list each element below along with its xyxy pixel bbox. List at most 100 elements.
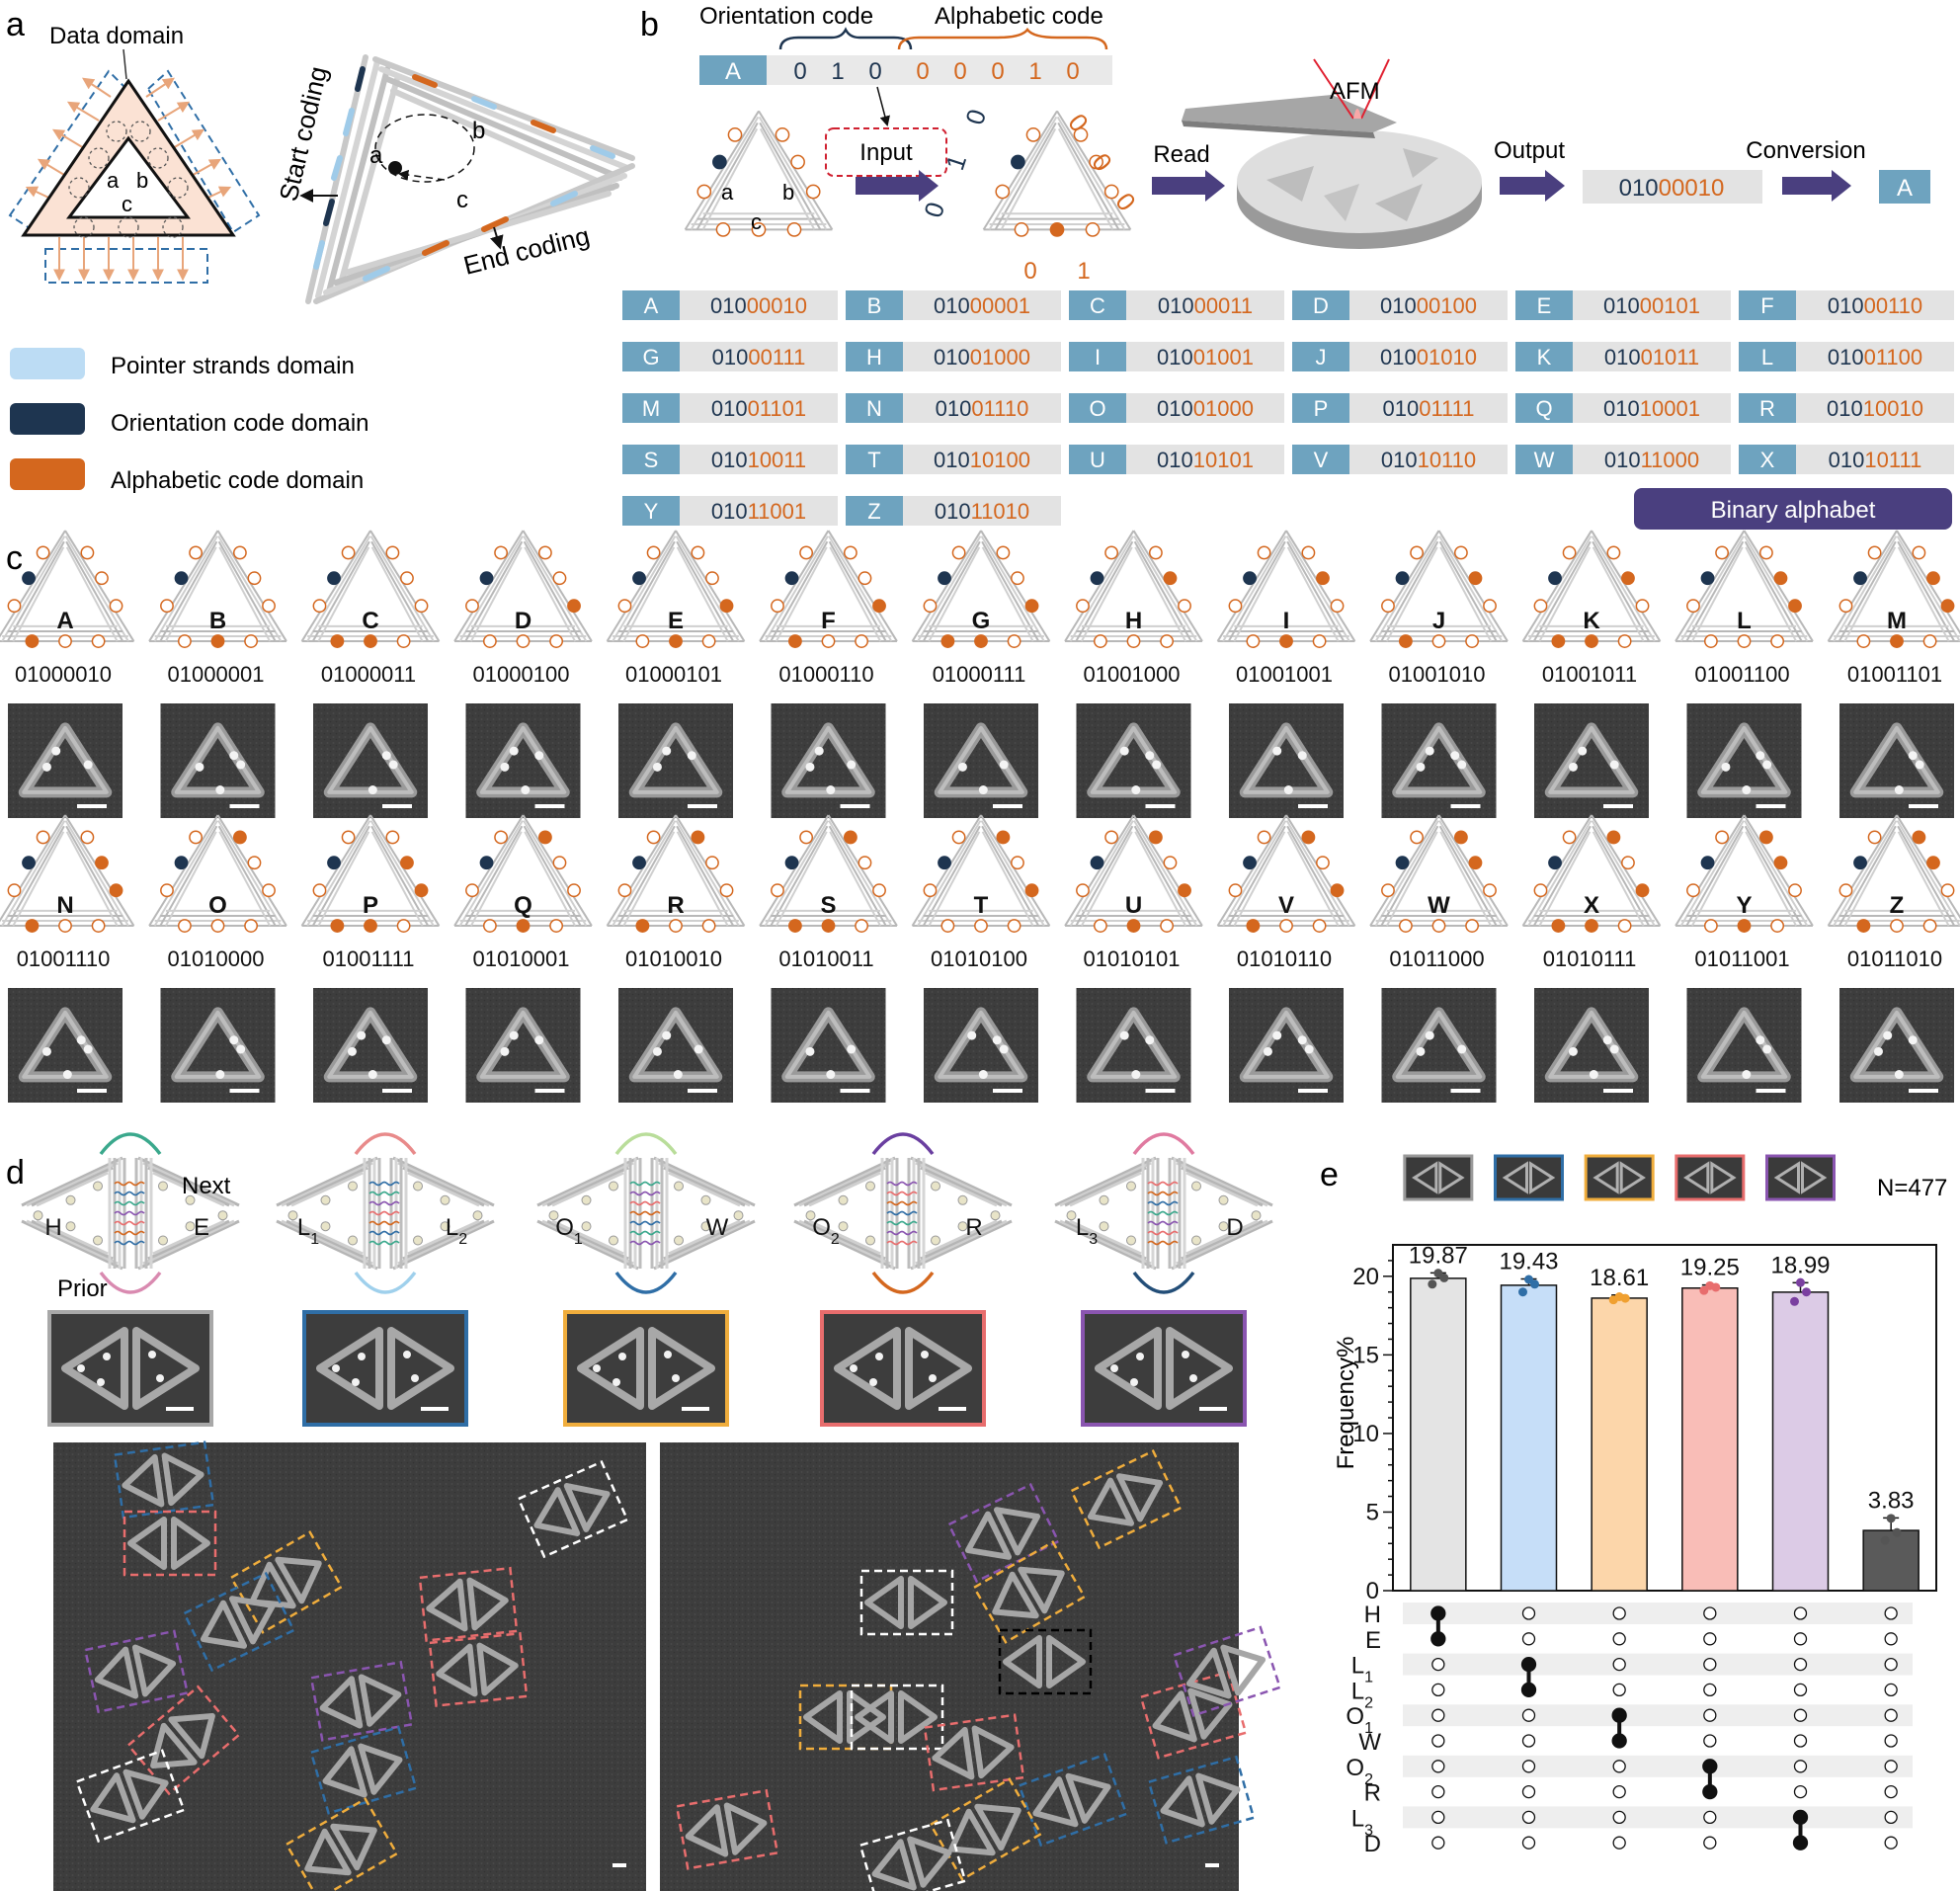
alphabet-letter: G — [642, 345, 659, 370]
letter-code: 01000011 — [321, 662, 416, 687]
conversion-box — [1879, 170, 1930, 204]
pointer-site — [1089, 154, 1103, 170]
matrix-dot-empty — [1612, 1632, 1626, 1646]
pointer-site — [185, 1221, 196, 1232]
thumb-dimer — [1619, 1161, 1646, 1194]
pointer-site — [1686, 599, 1700, 614]
afm-image — [8, 988, 122, 1103]
afm-spot — [534, 1035, 544, 1045]
sticky-strand — [114, 1191, 145, 1196]
scale-bar — [1199, 1407, 1227, 1411]
code-orientation: 010 — [1157, 345, 1193, 370]
domain-box-right — [146, 69, 261, 234]
code-alphabetic: 10010 — [1863, 396, 1923, 421]
dimer-half — [993, 1507, 1041, 1556]
pointer-site — [996, 830, 1011, 845]
code-orientation: 010 — [1603, 396, 1640, 421]
plot-frame — [1392, 1244, 1937, 1592]
dimer-half — [358, 1743, 403, 1795]
letter-code: 01001011 — [1542, 662, 1637, 687]
sticky-strand — [368, 1181, 400, 1187]
afm-spot — [1762, 1044, 1772, 1054]
afm-spot — [62, 1070, 72, 1080]
pointer-site — [312, 883, 327, 898]
helix-left — [0, 530, 66, 638]
pointer-site — [843, 830, 858, 845]
pointer-site — [855, 634, 869, 648]
code-alphabetic: 00100 — [1417, 293, 1477, 318]
helix-left — [1369, 530, 1440, 642]
afm-spot — [1297, 751, 1307, 761]
afm-background — [1686, 988, 1802, 1103]
pointer-site — [1104, 545, 1119, 560]
alphabet-letter: L — [1761, 345, 1773, 370]
alphabet-code-box — [680, 445, 838, 474]
alphabet-letter-box — [1515, 342, 1573, 371]
alpha-bit-0: 0 — [916, 58, 929, 85]
pointer-site — [36, 545, 50, 560]
right-letter: W — [706, 1214, 729, 1241]
helix-left — [612, 820, 677, 927]
pointer-site — [821, 634, 836, 648]
pointer-site — [287, 1210, 298, 1221]
pointer-site — [65, 1194, 76, 1205]
helix — [925, 1219, 998, 1256]
helix — [281, 1161, 373, 1207]
pointer-site — [669, 634, 683, 648]
pointer-site — [635, 634, 650, 648]
alphabet-letter-box — [622, 445, 680, 474]
dimer-half — [200, 1600, 248, 1649]
triangle-letter: O — [208, 892, 227, 919]
pointer-site — [396, 634, 411, 648]
afm-image — [1839, 988, 1954, 1103]
helix-left — [1216, 530, 1287, 642]
pointer-site — [1024, 599, 1039, 614]
matrix-dot-empty — [1793, 1760, 1808, 1773]
afm-spot — [694, 1044, 703, 1054]
pointer-site — [1838, 883, 1853, 898]
matrix-dot-empty — [1612, 1784, 1626, 1799]
helix-right — [1437, 530, 1509, 642]
dimer-half — [122, 1453, 165, 1508]
alphabet-code: 01011001 — [711, 499, 806, 524]
pointer-site — [1218, 1194, 1229, 1205]
legend-orientation-label: Orientation code domain — [111, 410, 369, 437]
pointer-site — [1606, 830, 1621, 845]
helix-left — [1, 820, 66, 927]
alphabet-letter: M — [642, 396, 660, 421]
helix — [276, 1219, 378, 1271]
afm-dimer-left — [834, 1327, 901, 1410]
pointer-site — [232, 830, 247, 845]
helix-left — [1075, 540, 1134, 642]
afm-spot — [332, 1364, 340, 1372]
helix-right — [369, 535, 435, 642]
replicate-point — [1530, 1279, 1539, 1289]
alphabet-letter-box — [1292, 393, 1349, 423]
right-letter: D — [1226, 1214, 1243, 1241]
bar — [1591, 1297, 1648, 1592]
helix-left — [612, 535, 677, 642]
helix-right — [1056, 110, 1132, 230]
helix — [551, 1171, 624, 1207]
triangle-letter: N — [56, 892, 73, 919]
pointer-site — [400, 856, 414, 870]
pointer-site — [1483, 599, 1497, 614]
afm-origami-ridge — [1395, 1010, 1483, 1079]
helix-left — [0, 814, 66, 923]
matrix-dot-empty — [1431, 1810, 1445, 1825]
helix-left — [1674, 814, 1746, 927]
afm-dimer-detection — [83, 1629, 190, 1714]
helix-left — [994, 122, 1057, 230]
vertex-a: a — [107, 168, 120, 193]
pointer-site — [1912, 830, 1926, 845]
pointer-site — [7, 599, 22, 614]
row-sub: 2 — [1364, 1694, 1373, 1711]
pointer-site — [1483, 883, 1497, 898]
helix-left — [1679, 535, 1745, 642]
pointer-site — [1093, 634, 1107, 648]
afm-spot — [847, 1044, 857, 1054]
pointer-site — [1316, 856, 1330, 870]
alphabet-letter-box — [1069, 393, 1126, 423]
afm-spot — [1119, 1030, 1129, 1040]
